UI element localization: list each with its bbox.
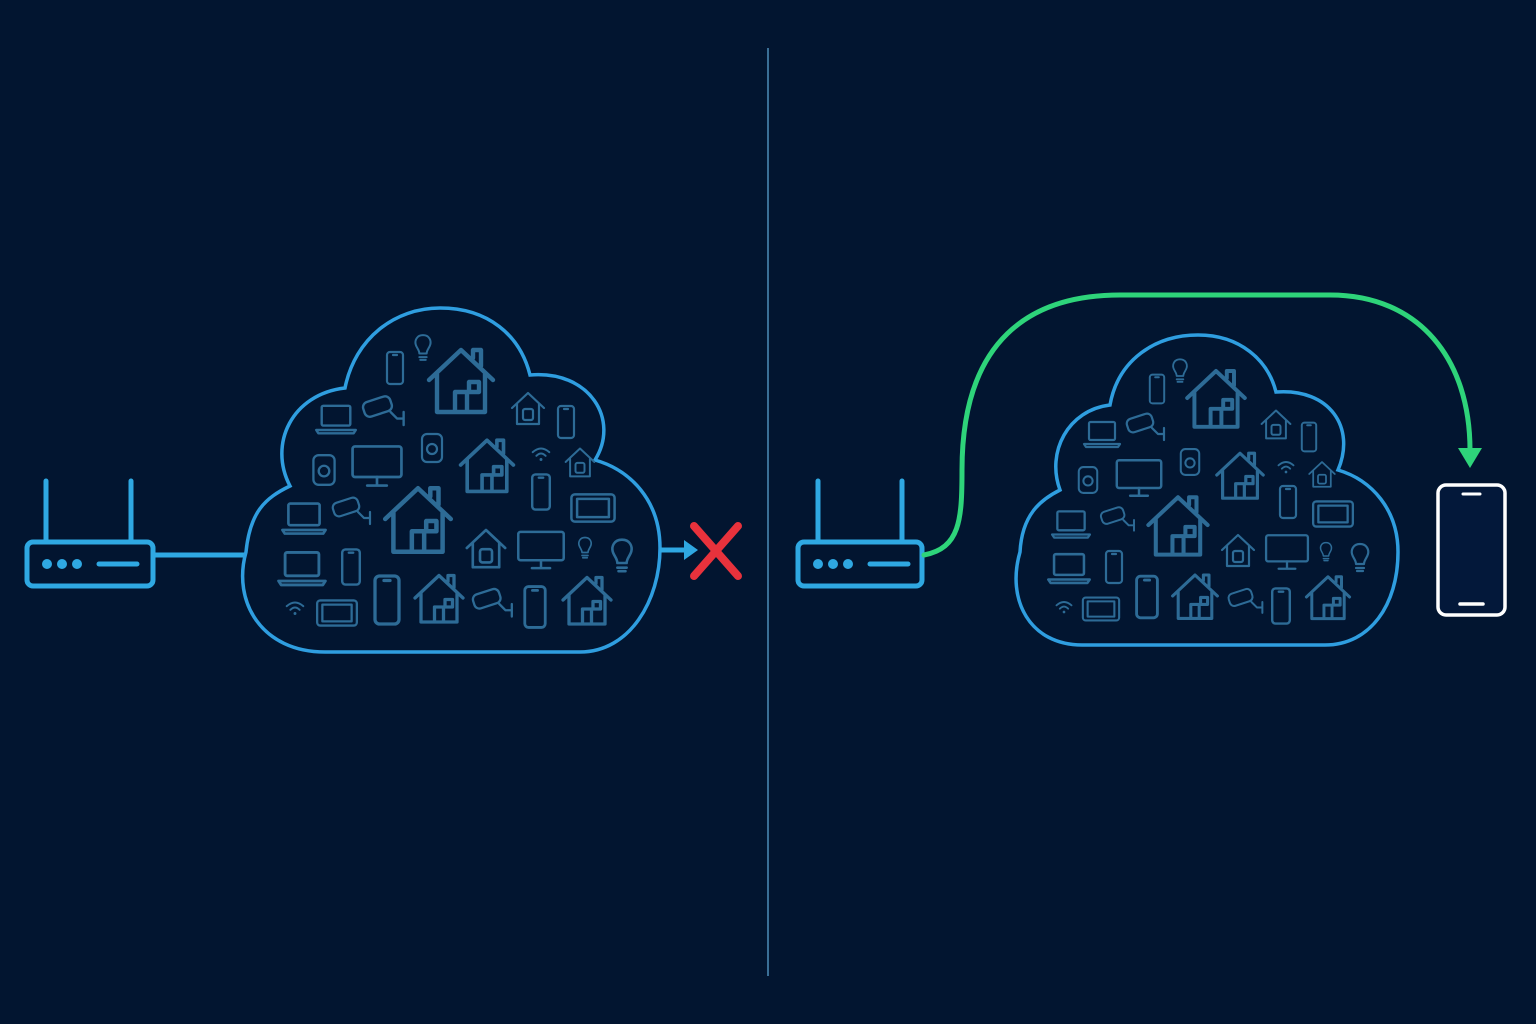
right-panel (795, 292, 1507, 647)
wifi-router-icon (24, 478, 156, 589)
blocked-connection-arrow (660, 540, 698, 560)
red-x-icon (690, 522, 742, 580)
wifi-router-icon (795, 478, 925, 589)
bypass-connection-arrow (921, 292, 1482, 558)
left-panel (24, 306, 742, 654)
device-cloud-icon (1014, 333, 1400, 647)
device-cloud-icon (240, 306, 662, 654)
smartphone-icon (1436, 483, 1507, 617)
